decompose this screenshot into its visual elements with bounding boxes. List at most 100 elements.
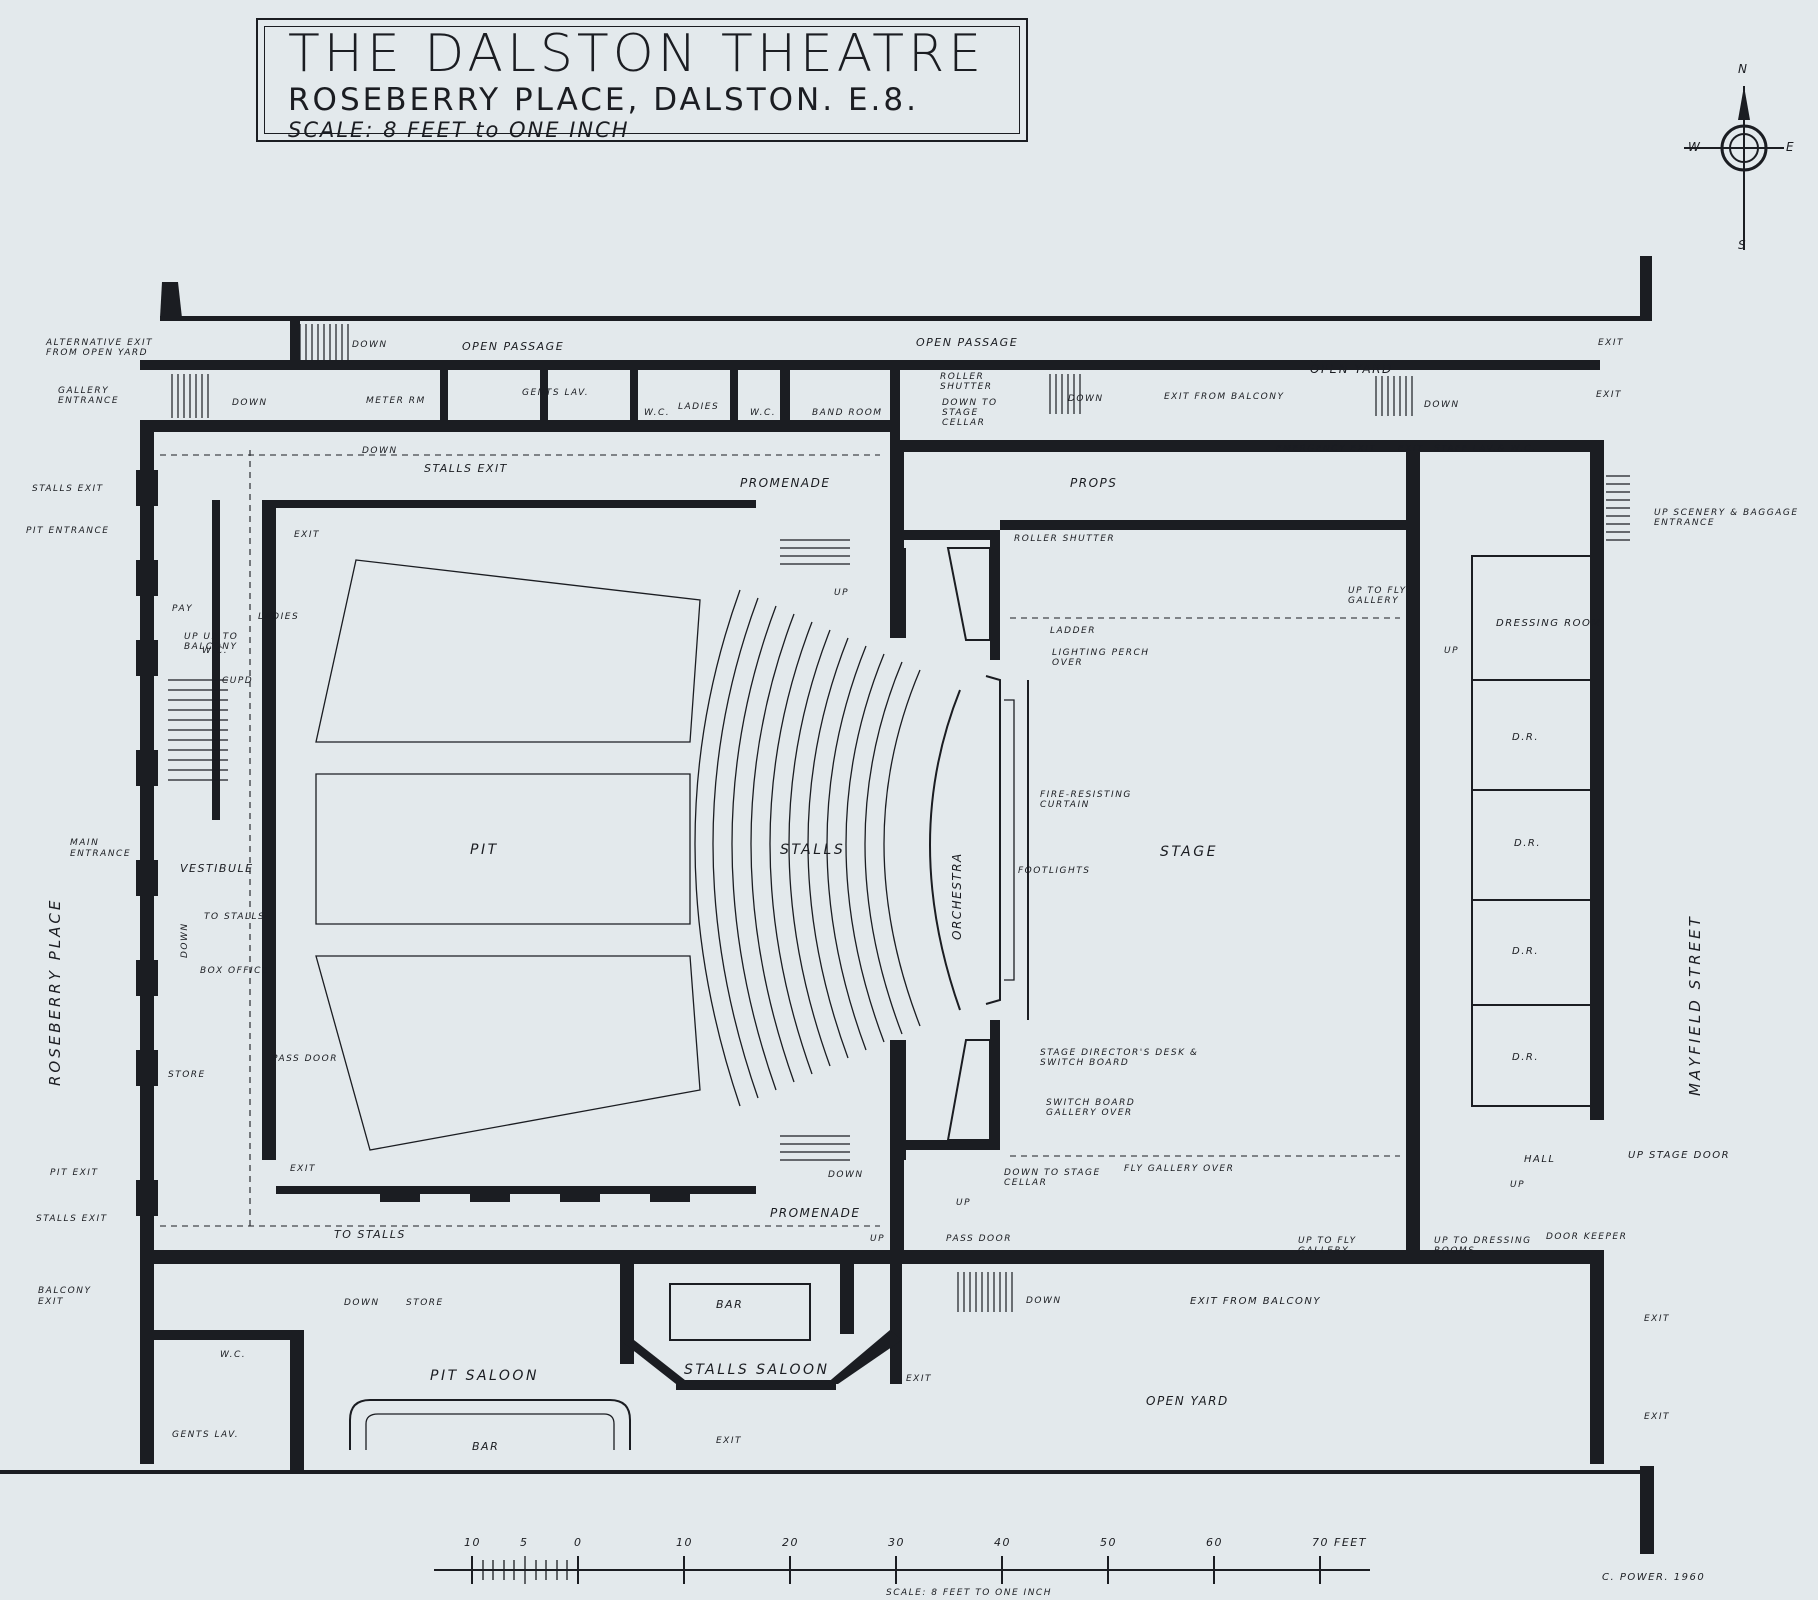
note-down-8: DOWN	[1026, 1296, 1062, 1306]
scale-tick-label: 40	[994, 1536, 1011, 1549]
note-exit-9: EXIT	[1398, 444, 1425, 454]
note-exit-5: EXIT	[1644, 1314, 1671, 1324]
scale-tick-label: 10	[464, 1536, 481, 1549]
auditorium-south-piers	[380, 1192, 690, 1202]
room-ladies-left: LADIES	[258, 612, 300, 622]
compass-e: E	[1786, 140, 1796, 154]
note-up-small4: UP	[870, 1234, 886, 1244]
room-cupd: CUPD	[222, 676, 254, 686]
compass-w: W	[1688, 140, 1702, 154]
note-stalls-exit-left: STALLS EXIT	[32, 484, 104, 494]
stairs-set	[168, 324, 1630, 1312]
note-up-promenade: UP	[834, 588, 850, 598]
note-stage-director: STAGE DIRECTOR'S DESK & SWITCH BOARD	[1040, 1048, 1199, 1068]
room-open-passage-2: OPEN PASSAGE	[916, 336, 1019, 349]
note-down-9: DOWN	[180, 922, 190, 958]
note-exit-2: EXIT	[290, 1164, 317, 1174]
room-dr-1: D.R.	[1512, 732, 1540, 743]
note-down-to-stage-cellar: DOWN TO STAGE CELLAR	[1004, 1168, 1101, 1188]
street-east: MAYFIELD STREET	[1686, 914, 1704, 1096]
note-pit-exit: PIT EXIT	[50, 1168, 99, 1178]
note-up-small: UP	[1444, 646, 1460, 656]
room-wc-top: W.C.	[644, 408, 671, 418]
note-exit-8: EXIT	[716, 1436, 743, 1446]
compass-n: N	[1738, 62, 1749, 76]
room-open-yard-bottom: OPEN YARD	[1146, 1394, 1229, 1408]
title-block: THE DALSTON THEATRE ROSEBERRY PLACE, DAL…	[256, 18, 1028, 142]
room-door-keeper: DOOR KEEPER	[1546, 1232, 1628, 1242]
note-pass-door-right: PASS DOOR	[946, 1234, 1012, 1244]
room-props: PROPS	[1070, 476, 1118, 490]
scale-tick-label: 30	[888, 1536, 905, 1549]
note-exit-6: EXIT	[1644, 1412, 1671, 1422]
note-to-stalls-corridor: TO STALLS	[334, 1228, 406, 1241]
note-emergency-exit: EMERGENCY EXIT	[1276, 444, 1377, 454]
note-exit-from-balcony-top: EXIT FROM BALCONY	[1164, 392, 1285, 402]
compass-s: S	[1738, 238, 1748, 252]
scale-caption: SCALE: 8 FEET TO ONE INCH	[886, 1588, 1052, 1598]
room-meter-rm: METER RM	[366, 396, 426, 406]
title-scale: SCALE: 8 FEET to ONE INCH	[288, 118, 630, 142]
note-up-small3: UP	[956, 1198, 972, 1208]
room-orchestra: ORCHESTRA	[950, 852, 964, 940]
room-pit-saloon: PIT SALOON	[430, 1368, 539, 1384]
note-fly-gallery-over: FLY GALLERY OVER	[1124, 1164, 1235, 1174]
street-west: ROSEBERRY PLACE	[46, 897, 64, 1086]
compass-rose	[1684, 86, 1784, 250]
west-wall-piers	[136, 470, 158, 1216]
scale-tick-label: 20	[782, 1536, 799, 1549]
room-stage: STAGE	[1160, 844, 1218, 860]
note-footlights: FOOTLIGHTS	[1018, 866, 1091, 876]
note-up-scenery: UP SCENERY & BAGGAGE ENTRANCE	[1654, 508, 1799, 528]
room-band-room: BAND ROOM	[812, 408, 883, 418]
room-vestibule: VESTIBULE	[180, 862, 254, 875]
note-down-to-stage-cellar-top: DOWN TO STAGE CELLAR	[942, 398, 998, 428]
note-down-5: DOWN	[1424, 400, 1460, 410]
room-pay: PAY	[172, 604, 194, 614]
scale-tick-label: 60	[1206, 1536, 1223, 1549]
note-down-6: DOWN	[828, 1170, 864, 1180]
note-exit-3: EXIT	[1598, 338, 1625, 348]
room-dressing-room: DRESSING ROOM	[1496, 618, 1602, 629]
note-ladder: LADDER	[1050, 626, 1096, 636]
note-lighting-perch: LIGHTING PERCH OVER	[1052, 648, 1150, 668]
room-dr-2: D.R.	[1514, 838, 1542, 849]
room-bar-bottom: BAR	[472, 1440, 500, 1453]
room-open-yard-top: OPEN YARD	[1310, 362, 1393, 376]
room-hall: HALL	[1524, 1154, 1556, 1165]
room-store-bottom: STORE	[406, 1298, 444, 1308]
note-down-1: DOWN	[352, 340, 388, 350]
note-up-stage-door: UP STAGE DOOR	[1628, 1150, 1731, 1161]
room-wc-bottom: W.C.	[220, 1350, 247, 1360]
signature: C. POWER. 1960	[1602, 1572, 1706, 1583]
room-gents-lav-top: GENTS LAV.	[522, 388, 590, 398]
stalls-rows	[694, 589, 921, 1107]
note-up-to-balcony: UP UP TO BALCONY	[184, 632, 239, 652]
note-down-3: DOWN	[362, 446, 398, 456]
scale-tick-label: 70 FEET	[1312, 1536, 1367, 1549]
note-up-small2: UP	[1510, 1180, 1526, 1190]
note-exit-7: EXIT	[906, 1374, 933, 1384]
note-stalls-exit-corridor: STALLS EXIT	[424, 462, 508, 475]
scale-tick-label: 50	[1100, 1536, 1117, 1549]
title-address: ROSEBERRY PLACE, DALSTON. E.8.	[288, 82, 919, 118]
note-up-to-fly-gallery-bottom: UP TO FLY GALLERY	[1298, 1236, 1357, 1256]
note-balcony-exit: BALCONY EXIT	[38, 1286, 92, 1307]
scale-tick-label: 5	[520, 1536, 529, 1549]
room-staff-lav: STAFF LAV.& W.C.	[1434, 444, 1537, 454]
room-store-left: STORE	[168, 1070, 206, 1080]
room-promenade-top: PROMENADE	[740, 476, 831, 490]
note-fire-curtain: FIRE-RESISTING CURTAIN	[1040, 790, 1132, 810]
scale-tick-label: 0	[574, 1536, 583, 1549]
room-wc-left: W.C.	[202, 646, 229, 656]
note-pit-entrance: PIT ENTRANCE	[26, 526, 110, 536]
note-alt-exit: ALTERNATIVE EXIT FROM OPEN YARD	[46, 338, 154, 358]
note-exit-4: EXIT	[1596, 390, 1623, 400]
room-box-office: BOX OFFICE	[200, 966, 270, 976]
title-main: THE DALSTON THEATRE	[288, 24, 986, 84]
note-switch-board-gallery: SWITCH BOARD GALLERY OVER	[1046, 1098, 1136, 1118]
note-up-to-fly-gallery-top: UP TO FLY GALLERY	[1348, 586, 1407, 606]
room-stalls: STALLS	[780, 842, 846, 858]
room-open-passage-1: OPEN PASSAGE	[462, 340, 565, 353]
note-to-stalls-left: TO STALLS	[204, 912, 266, 922]
